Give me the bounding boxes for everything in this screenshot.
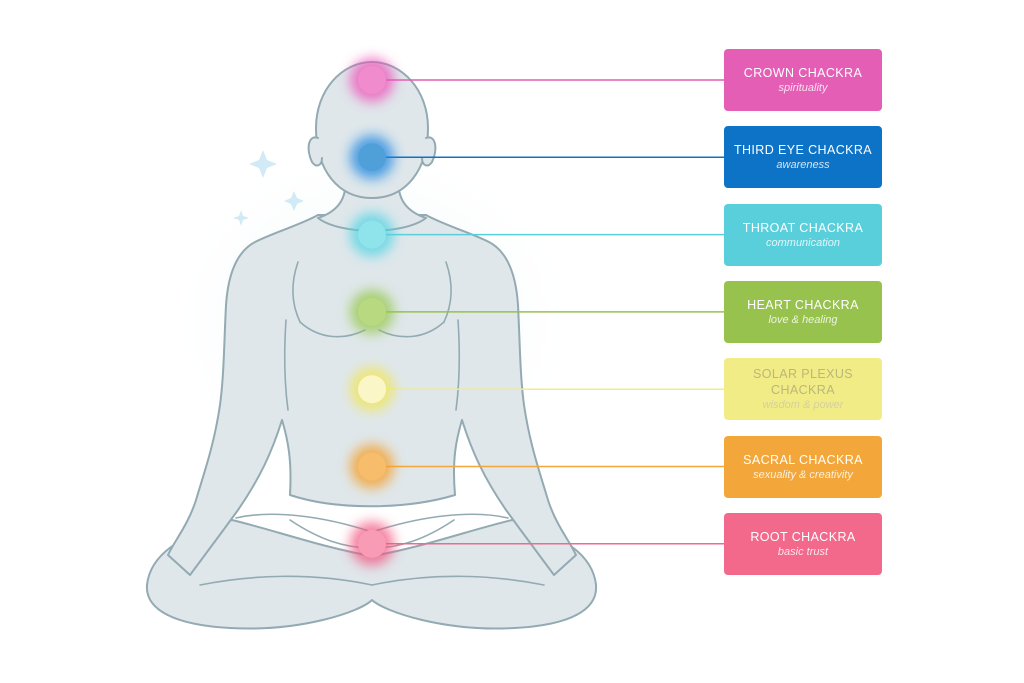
chakra-subtitle: wisdom & power [762, 399, 844, 412]
third-eye-chakra-label: THIRD EYE CHACKRA awareness [724, 126, 882, 189]
chakra-point [358, 66, 386, 94]
sparkle-icon [233, 210, 249, 226]
chakra-points [358, 66, 386, 558]
sparkle-icon [249, 150, 277, 178]
chakra-title: SACRAL CHACKRA [743, 452, 863, 467]
chakra-title: ROOT CHACKRA [750, 529, 856, 544]
throat-chakra-label: THROAT CHACKRA communication [724, 203, 882, 266]
solar-plexus-chakra-label: SOLAR PLEXUS CHACKRA wisdom & power [724, 358, 882, 421]
chakra-subtitle: awareness [776, 159, 830, 172]
chakra-point [358, 375, 386, 404]
chakra-subtitle: sexuality & creativity [753, 468, 853, 481]
chakra-point [358, 143, 386, 172]
chakra-title: THROAT CHACKRA [742, 220, 864, 235]
chakra-subtitle: communication [766, 236, 840, 249]
heart-chakra-label: HEART CHACKRA love & healing [724, 280, 882, 343]
crown-chakra-label: CROWN CHACKRA spirituality [724, 49, 882, 111]
chakra-title: SOLAR PLEXUS CHACKRA [753, 367, 853, 398]
sparkle-icon [284, 191, 304, 211]
chakra-title: HEART CHACKRA [747, 297, 859, 312]
chakra-point [358, 297, 386, 326]
sparkles [233, 150, 304, 226]
chakra-title: CROWN CHACKRA [743, 66, 863, 80]
chakra-subtitle: basic trust [777, 545, 829, 558]
chakra-point [358, 220, 386, 249]
chakra-title: THIRD EYE CHACKRA [733, 143, 873, 158]
root-chakra-label: ROOT CHACKRA basic trust [724, 512, 882, 575]
chakra-subtitle: spirituality [778, 82, 828, 94]
sacral-chakra-label: SACRAL CHACKRA sexuality & creativity [724, 435, 882, 498]
chakra-point [358, 452, 386, 481]
connector-lines [372, 79, 724, 545]
chakra-subtitle: love & healing [768, 313, 838, 326]
chakra-point [358, 529, 386, 558]
